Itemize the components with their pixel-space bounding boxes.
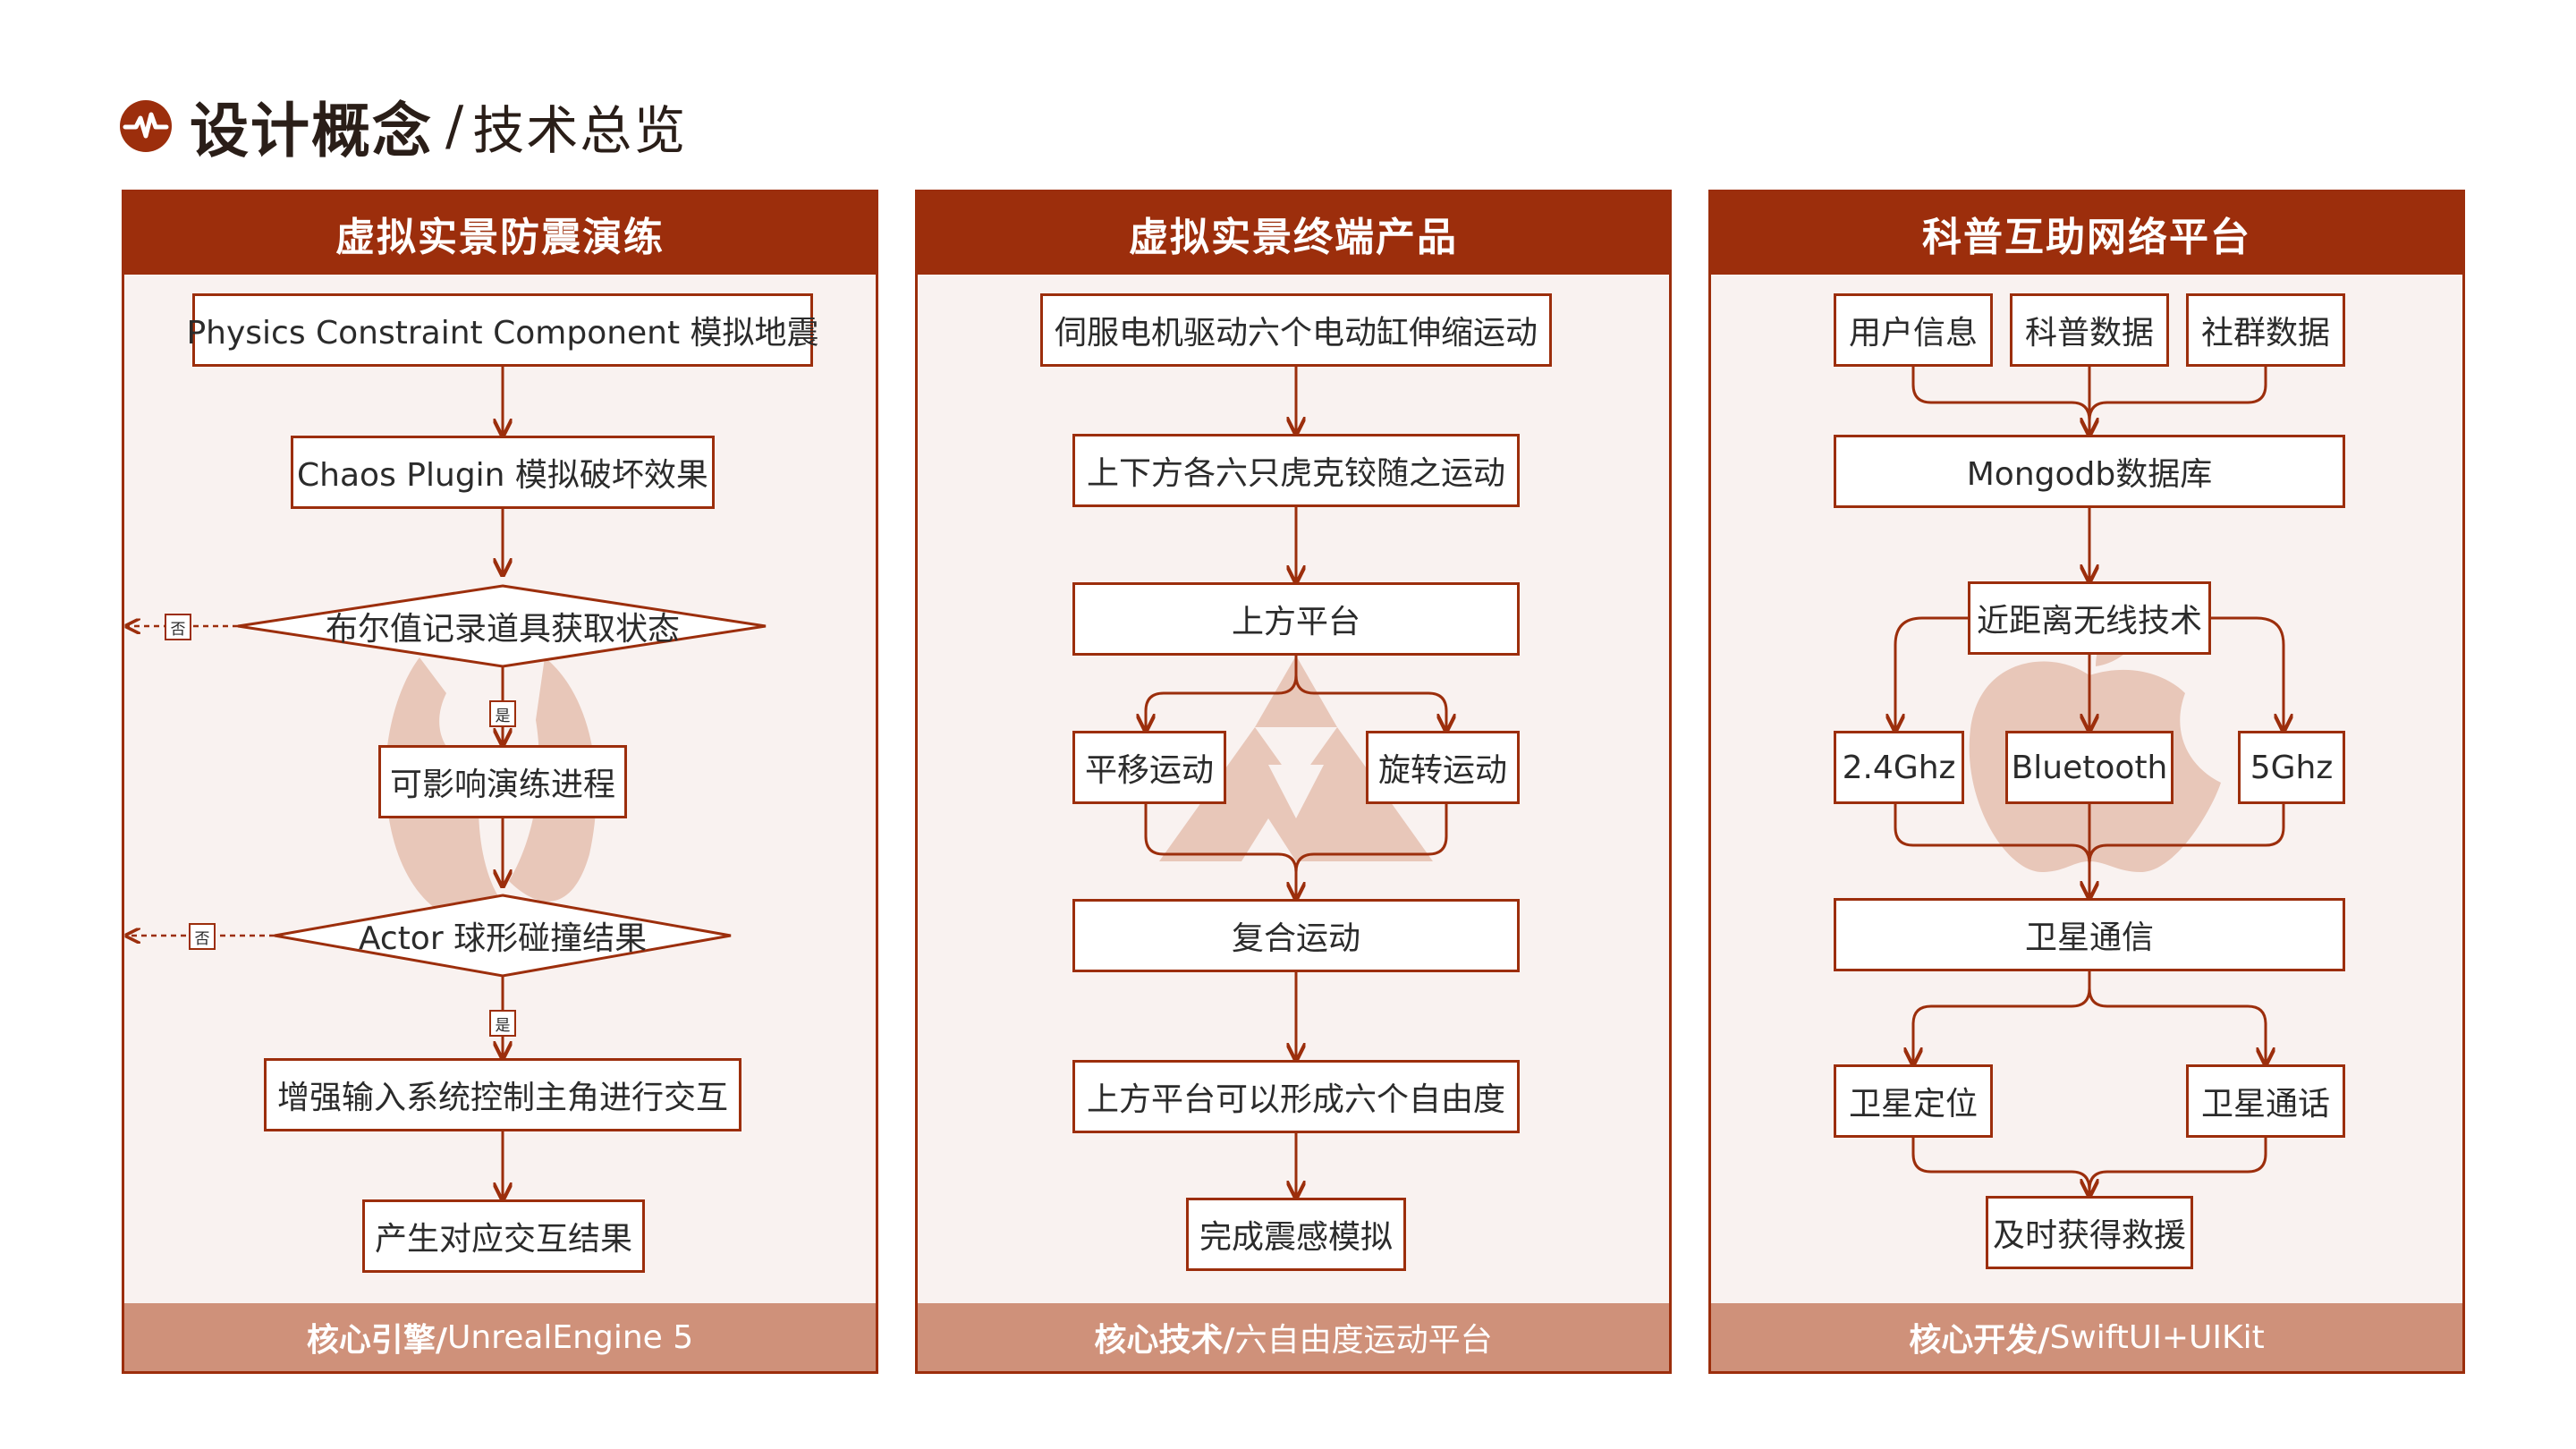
decision-label-2: Actor 球形碰撞结果 xyxy=(358,920,648,957)
footer-3-label: 核心开发/ xyxy=(1909,1322,2050,1359)
node-community-data: 社群数据 xyxy=(2186,293,2345,367)
node-six-dof: 上方平台可以形成六个自由度 xyxy=(1072,1060,1520,1133)
node-servo-motor: 伺服电机驱动六个电动缸伸缩运动 xyxy=(1040,293,1552,367)
node-compound-motion: 复合运动 xyxy=(1072,899,1520,972)
decision-label-1: 布尔值记录道具获取状态 xyxy=(325,611,680,648)
panel-1-footer: 核心引擎/ UnrealEngine 5 xyxy=(124,1303,876,1371)
panel-3-title: 科普互助网络平台 xyxy=(1711,192,2462,275)
node-translation: 平移运动 xyxy=(1072,731,1226,804)
panel-terminal-product: 虚拟实景终端产品 伺服电机驱动六个电动缸伸缩运动 上下方各六只虎克铰随之运动 上… xyxy=(915,190,1672,1374)
node-hooke-joints: 上下方各六只虎克铰随之运动 xyxy=(1072,434,1520,507)
node-mongodb: Mongodb数据库 xyxy=(1834,435,2345,508)
node-24ghz: 2.4Ghz xyxy=(1834,731,1964,804)
node-quake-simulation: 完成震感模拟 xyxy=(1186,1198,1406,1271)
panel-2-footer: 核心技术/ 六自由度运动平台 xyxy=(918,1303,1669,1371)
panel-2-connectors xyxy=(918,367,1672,1374)
no-tag-1: 否 xyxy=(165,614,191,640)
footer-1-label: 核心引擎/ xyxy=(306,1322,448,1359)
panel-science-network: 科普互助网络平台 用户信息 科普数据 社群数据 Mongodb数据库 近距离无线… xyxy=(1708,190,2465,1374)
node-rotation: 旋转运动 xyxy=(1366,731,1520,804)
page-subtitle: 技术总览 xyxy=(472,100,688,161)
page-header: 设计概念 / 技术总览 xyxy=(118,86,687,166)
node-interaction-result: 产生对应交互结果 xyxy=(362,1199,645,1273)
pulse-logo-icon xyxy=(120,100,172,152)
node-satellite-call: 卫星通话 xyxy=(2186,1064,2345,1138)
node-enhanced-input: 增强输入系统控制主角进行交互 xyxy=(264,1058,741,1131)
node-chaos-plugin: Chaos Plugin 模拟破坏效果 xyxy=(291,436,715,509)
triforce-icon xyxy=(1159,656,1433,861)
node-timely-rescue: 及时获得救援 xyxy=(1986,1196,2193,1269)
node-5ghz: 5Ghz xyxy=(2238,731,2345,804)
footer-2-label: 核心技术/ xyxy=(1094,1322,1235,1359)
panel-2-title: 虚拟实景终端产品 xyxy=(918,192,1669,275)
node-user-info: 用户信息 xyxy=(1834,293,1993,367)
title-separator: / xyxy=(445,95,464,157)
decision-diamond-2 xyxy=(274,894,732,978)
node-bluetooth: Bluetooth xyxy=(2005,731,2174,804)
node-affect-progress: 可影响演练进程 xyxy=(378,745,627,818)
node-physics-constraint: Physics Constraint Component 模拟地震 xyxy=(186,293,819,367)
yes-tag-1: 是 xyxy=(489,700,516,727)
node-short-range-wireless: 近距离无线技术 xyxy=(1968,581,2211,655)
panel-1-title: 虚拟实景防震演练 xyxy=(124,192,876,275)
node-upper-platform: 上方平台 xyxy=(1072,582,1520,656)
footer-2-value: 六自由度运动平台 xyxy=(1234,1322,1493,1359)
no-tag-2: 否 xyxy=(189,923,216,950)
page-title: 设计概念 xyxy=(190,97,433,165)
panel-3-footer: 核心开发/ SwiftUI+UIKit xyxy=(1711,1303,2462,1371)
footer-3-value: SwiftUI+UIKit xyxy=(2049,1318,2265,1356)
yes-tag-2: 是 xyxy=(489,1010,516,1037)
node-science-data: 科普数据 xyxy=(2010,293,2169,367)
node-satellite-positioning: 卫星定位 xyxy=(1834,1064,1993,1138)
node-satellite-comm: 卫星通信 xyxy=(1834,898,2345,971)
footer-1-value: UnrealEngine 5 xyxy=(447,1318,694,1356)
decision-diamond-1 xyxy=(237,584,767,668)
panel-earthquake-drill: 虚拟实景防震演练 Physics Constraint Component 模拟… xyxy=(122,190,878,1374)
